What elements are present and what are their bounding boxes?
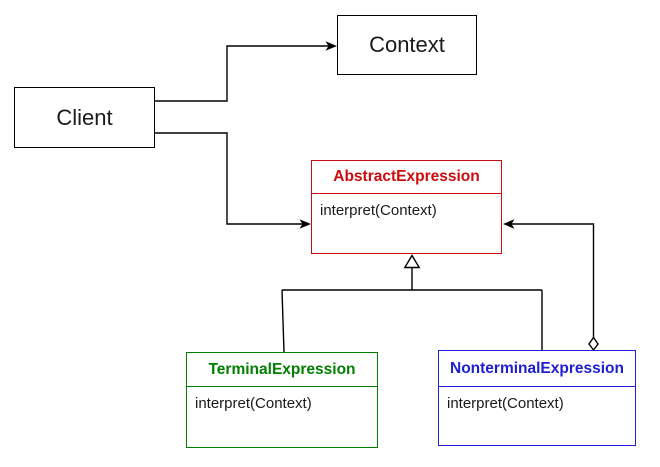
- abstract-expression-title: AbstractExpression: [312, 161, 501, 194]
- node-abstract-expression: AbstractExpression interpret(Context): [311, 160, 502, 254]
- aggregation-diamond-icon: [588, 336, 599, 352]
- node-context: Context: [337, 15, 477, 75]
- terminal-expression-title: TerminalExpression: [187, 353, 377, 387]
- edge-generalization-to-abstract-expression: [281, 254, 543, 353]
- edge-client-to-context: [155, 41, 337, 102]
- terminal-expression-method: interpret(Context): [195, 395, 312, 412]
- arrow-icon: [299, 219, 311, 229]
- nonterminal-expression-title: NonterminalExpression: [439, 351, 635, 387]
- inheritance-triangle-icon: [403, 254, 421, 269]
- edge-client-to-abstract-expression: [155, 132, 311, 229]
- node-nonterminal-expression: NonterminalExpression interpret(Context): [438, 350, 636, 446]
- context-label: Context: [369, 32, 445, 57]
- arrow-icon: [503, 219, 515, 229]
- arrow-icon: [325, 41, 337, 51]
- node-terminal-expression: TerminalExpression interpret(Context): [186, 352, 378, 448]
- abstract-expression-method: interpret(Context): [320, 202, 437, 219]
- client-label: Client: [56, 104, 113, 130]
- node-client: Client: [14, 87, 155, 148]
- edge-nonterminal-aggregates-abstract: [503, 219, 599, 352]
- nonterminal-expression-method: interpret(Context): [447, 395, 564, 412]
